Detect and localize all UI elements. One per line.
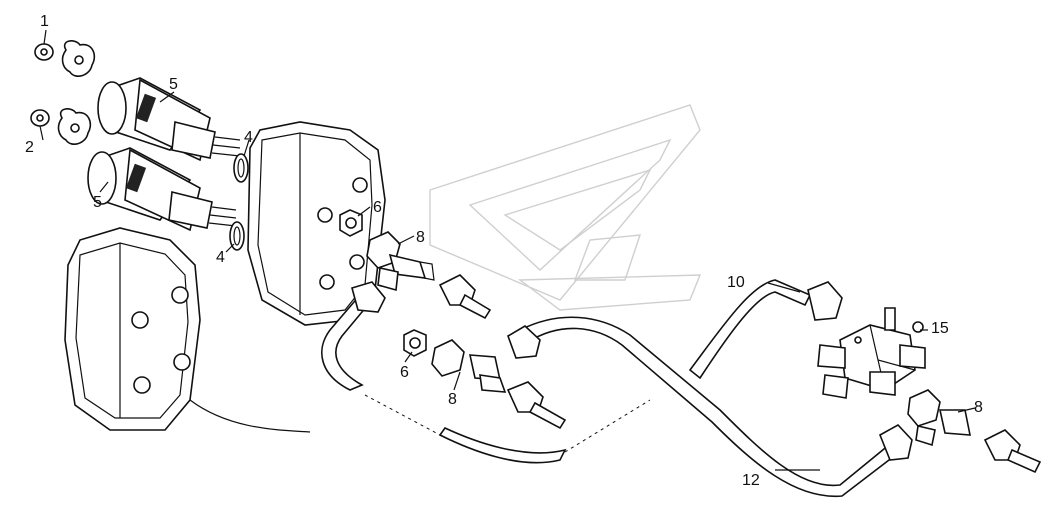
callout-2: 2 [25, 139, 34, 156]
quick-coupling-lower [87, 147, 237, 232]
hose-stub-middle [506, 381, 567, 430]
callout-4-upper: 4 [244, 129, 253, 146]
pipe-segment-bottom [364, 394, 651, 464]
tee-fitting-upper [366, 231, 435, 292]
callout-4-lower: 4 [216, 249, 225, 266]
tee-fitting-middle [431, 339, 507, 393]
pipe-10 [688, 279, 843, 380]
callout-6-upper: 6 [373, 199, 382, 216]
callout-8-upper: 8 [416, 229, 425, 246]
hex-nut-upper [339, 209, 363, 237]
pipe-bend-left [321, 281, 386, 391]
hose-stub-right [983, 429, 1042, 474]
hose-stub-upper [438, 274, 492, 320]
callout-5-lower: 5 [93, 194, 102, 211]
callout-8-middle: 8 [448, 391, 457, 408]
mounting-bracket-rear [247, 121, 386, 326]
washer-1 [34, 43, 54, 61]
quick-coupling-upper [97, 77, 241, 162]
callout-12: 12 [742, 472, 760, 489]
mounting-bracket-front [64, 227, 311, 433]
callout-15: 15 [931, 320, 949, 337]
watermark-logo [429, 104, 702, 311]
distributor-block-15 [817, 307, 926, 399]
gasket-plate-upper [61, 40, 96, 77]
callout-10: 10 [727, 274, 745, 291]
pipe-12 [507, 316, 913, 497]
callout-5-upper: 5 [169, 76, 178, 93]
callout-1: 1 [40, 13, 49, 30]
gasket-plate-lower [57, 108, 92, 145]
tee-fitting-right [907, 389, 971, 447]
callout-6-lower: 6 [400, 364, 409, 381]
callout-8-right: 8 [974, 399, 983, 416]
leader-lines [39, 29, 976, 471]
hex-nut-lower [403, 329, 427, 357]
o-ring-lower [229, 221, 245, 251]
washer-2 [30, 109, 50, 127]
o-ring-upper [233, 153, 249, 183]
